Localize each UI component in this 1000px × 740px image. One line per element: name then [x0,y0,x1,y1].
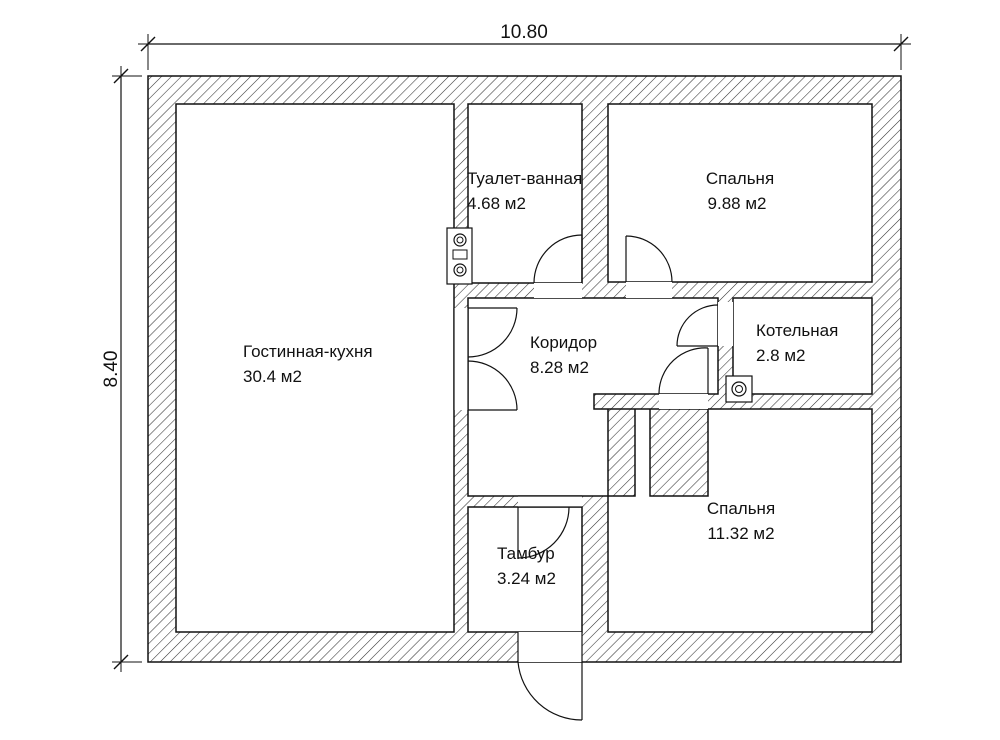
dimension-width-label: 10.80 [500,22,548,43]
door-boiler [676,302,733,347]
door-entrance [517,632,583,721]
door-toilet [533,234,583,298]
room-boiler-name: Котельная [756,321,838,340]
room-corridor-area: 8.28 м2 [530,358,589,377]
room-vestibule-name: Тамбур [497,544,555,563]
room-bedroom-top-area: 9.88 м2 [708,194,767,213]
room-toilet-bath-name: Туалет-ванная [467,169,582,188]
room-corridor-name: Коридор [530,333,597,352]
room-toilet-bath-area: 4.68 м2 [467,194,526,213]
room-bedroom-top-name: Спальня [706,169,774,188]
door-living-double [453,307,518,411]
room-bedroom-bottom-area: 11.32 м2 [707,524,774,543]
door-bedroom-bottom [658,347,709,409]
room-vestibule-area: 3.24 м2 [497,569,556,588]
door-vestibule-inner [517,495,582,559]
room-living-kitchen-area: 30.4 м2 [243,367,302,386]
dimension-height: 8.40 [101,66,142,672]
room-boiler-area: 2.8 м2 [756,346,806,365]
room-bedroom-bottom-name: Спальня [707,499,775,518]
dimension-width: 10.80 [138,22,911,70]
door-bedroom-top [625,235,673,298]
dimension-height-label: 8.40 [101,351,122,388]
room-living-kitchen-name: Гостинная-кухня [243,342,373,361]
vent-stack-icon [446,227,473,285]
boiler-flue-icon [725,375,753,403]
